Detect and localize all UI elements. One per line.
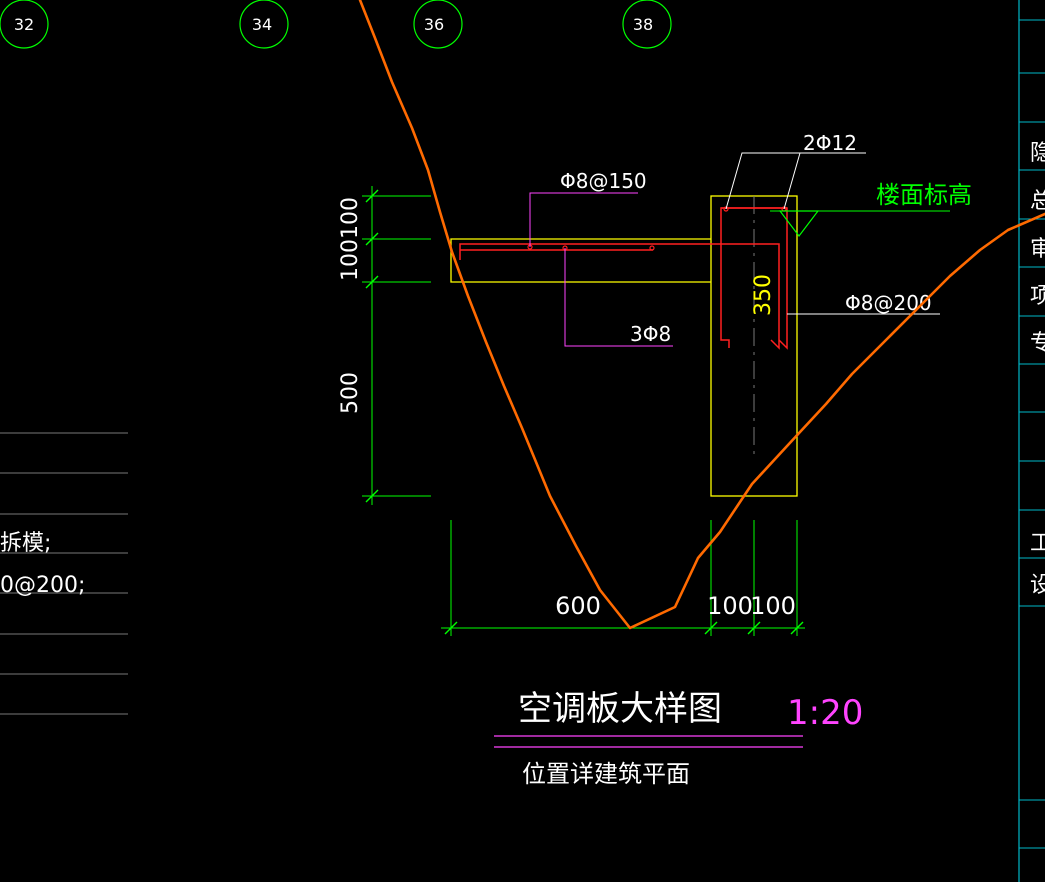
grid-axis-bubbles: 32 34 36 38: [0, 0, 672, 49]
dim-text-h-600: 600: [555, 592, 601, 620]
rebar-leaders: [529, 152, 940, 347]
label-top-bars: 2Φ12: [803, 131, 857, 155]
title-block-char: 项: [1030, 284, 1045, 309]
title-block-char: 工: [1030, 531, 1045, 556]
floor-level-mark: 楼面标高: [770, 181, 972, 237]
label-dist-bars: 3Φ8: [630, 322, 671, 346]
drawing-title-block: 空调板大样图 1:20 位置详建筑平面: [494, 689, 863, 788]
dim-tick: [365, 189, 379, 203]
markup-annotation-stroke[interactable]: [358, 0, 1045, 630]
axis-bubble-34[interactable]: [239, 0, 289, 49]
dim-tick: [365, 275, 379, 289]
drawing-subtitle: 位置详建筑平面: [522, 760, 690, 788]
level-triangle-icon: [778, 210, 820, 237]
leader-dist-bars: [564, 248, 673, 347]
title-block-char: 审: [1030, 237, 1045, 262]
ac-slab-outline[interactable]: [450, 238, 711, 283]
axis-label-38: 38: [633, 15, 653, 34]
dim-tick: [790, 621, 804, 635]
label-stirrups: Φ8@200: [845, 291, 932, 315]
leader-slab-bars: [529, 192, 638, 247]
dim-text-h-100-left: 100: [707, 592, 753, 620]
leader-top-bars-2: [783, 152, 801, 210]
axis-bubble-38[interactable]: [622, 0, 672, 49]
slab-top-bar[interactable]: [459, 243, 780, 350]
dim-tick: [365, 232, 379, 246]
title-block-char: 隐: [1030, 141, 1045, 166]
leader-top-bars: [725, 152, 866, 210]
dim-text-v-100-mid: 100: [338, 239, 363, 281]
drawing-scale: 1:20: [787, 693, 863, 733]
axis-label-32: 32: [14, 15, 34, 34]
axis-bubble-36[interactable]: [413, 0, 463, 49]
title-block: 隐 总 审 项 专 工 设: [1018, 0, 1045, 882]
axis-label-34: 34: [252, 15, 272, 34]
axis-bubble-32[interactable]: [0, 0, 49, 49]
dim-text-v-100-top: 100: [338, 197, 363, 239]
dim-text-v-500: 500: [338, 372, 363, 414]
dim-tick: [747, 621, 761, 635]
reinforcement: [459, 206, 788, 350]
title-block-char: 总: [1030, 189, 1045, 214]
level-label: 楼面标高: [876, 181, 972, 209]
axis-label-36: 36: [424, 15, 444, 34]
dim-tick: [365, 489, 379, 503]
stirrup-right-leg[interactable]: [721, 207, 788, 350]
note-line-2: 0@200;: [0, 573, 85, 598]
title-block-char: 设: [1030, 573, 1045, 598]
title-block-char: 专: [1030, 331, 1045, 356]
vertical-dimensions: 100 100 500 350: [338, 186, 776, 505]
left-notes-table: 拆模; 0@200;: [0, 432, 128, 715]
dim-text-h-100-right: 100: [750, 592, 796, 620]
rebar-dot: [723, 206, 729, 212]
note-line-1: 拆模;: [0, 531, 51, 556]
horizontal-dimensions: 600 100 100: [441, 520, 805, 636]
rebar-dot: [649, 245, 655, 251]
dim-tick: [704, 621, 718, 635]
dim-text-v-350: 350: [751, 274, 776, 316]
label-slab-bars: Φ8@150: [560, 169, 647, 193]
drawing-title: 空调板大样图: [518, 689, 722, 729]
dim-tick: [444, 621, 458, 635]
